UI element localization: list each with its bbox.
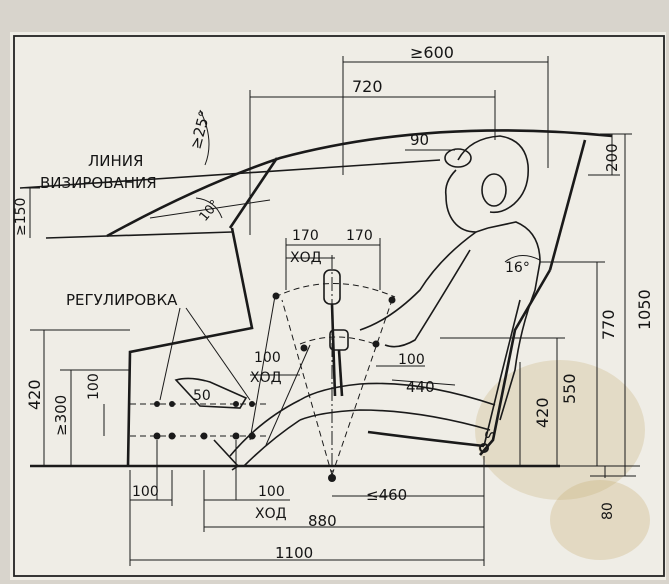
sight-line xyxy=(19,159,441,189)
dim-720: 720 xyxy=(352,77,383,96)
stick-point xyxy=(300,344,308,352)
windscreen-frame xyxy=(228,157,279,229)
dim-angle16: 16° xyxy=(505,260,530,276)
angle-arc xyxy=(504,255,541,263)
dim-travel-left: ХОД xyxy=(250,370,282,386)
instrument-panel xyxy=(126,227,254,467)
pilot-figure xyxy=(174,135,541,471)
dim-1050: 1050 xyxy=(635,289,654,330)
dim-le460: ≤460 xyxy=(366,486,407,504)
stick-point xyxy=(272,292,280,300)
adjustment-leader xyxy=(159,307,181,401)
dim-80: 80 xyxy=(600,502,616,520)
fuselage-rear-wall xyxy=(479,269,552,456)
adjustment-leader xyxy=(185,307,251,401)
cowling-top xyxy=(45,231,233,239)
stick-throw-right xyxy=(331,299,393,476)
dim-770: 770 xyxy=(599,309,618,340)
dim-100-travel-left: 100 xyxy=(254,350,281,366)
canopy-rear-frame xyxy=(548,139,587,271)
stick-point xyxy=(372,340,380,348)
stick-point xyxy=(388,296,396,304)
dim-100-vertical: 100 xyxy=(86,373,102,400)
dim-100-bottom-left: 100 xyxy=(132,484,159,500)
seat-reference-point xyxy=(479,443,489,453)
dim-travel-stick: ХОД xyxy=(290,250,322,266)
dim-min150: ≥150 xyxy=(13,198,29,236)
dim-50: 50 xyxy=(193,388,211,404)
dim-1100: 1100 xyxy=(275,544,313,562)
pivot-point xyxy=(328,474,336,482)
seat-point-label: S xyxy=(483,430,499,441)
stain xyxy=(550,480,650,560)
sight-line-label-2: ВИЗИРОВАНИЯ xyxy=(40,174,157,192)
dim-440: 440 xyxy=(406,378,435,396)
canopy-outline xyxy=(106,129,613,238)
adjustment-label: РЕГУЛИРОВКА xyxy=(66,291,178,309)
dim-880: 880 xyxy=(308,512,337,530)
dim-170-right: 170 xyxy=(346,228,373,244)
dim-travel-bottom: ХОД xyxy=(255,506,287,522)
angle-arc xyxy=(195,197,223,219)
drawing-paper xyxy=(10,32,666,580)
dim-550: 550 xyxy=(560,373,579,404)
stick-to-pedal-line xyxy=(249,295,276,441)
drawing-frame xyxy=(13,35,665,577)
dim-min300: ≥300 xyxy=(52,395,70,436)
dim-420-right: 420 xyxy=(533,397,552,428)
dim-170-left: 170 xyxy=(292,228,319,244)
dim-100-bottom-mid: 100 xyxy=(258,484,285,500)
stick-throw-left xyxy=(281,299,333,476)
sight-line-label-1: ЛИНИЯ xyxy=(88,152,143,170)
dim-100-right: 100 xyxy=(398,352,425,368)
angle-arc xyxy=(199,109,210,166)
seat-pan xyxy=(367,430,485,448)
seat-back xyxy=(483,299,521,447)
stick-to-pedal-line xyxy=(265,344,311,446)
dim-420-left: 420 xyxy=(25,379,44,410)
dim-200: 200 xyxy=(603,143,621,172)
stick-throw-arc xyxy=(274,283,396,298)
dim-min600: ≥600 xyxy=(410,43,454,62)
dimension-lines xyxy=(20,56,640,566)
dim-90: 90 xyxy=(410,131,429,149)
